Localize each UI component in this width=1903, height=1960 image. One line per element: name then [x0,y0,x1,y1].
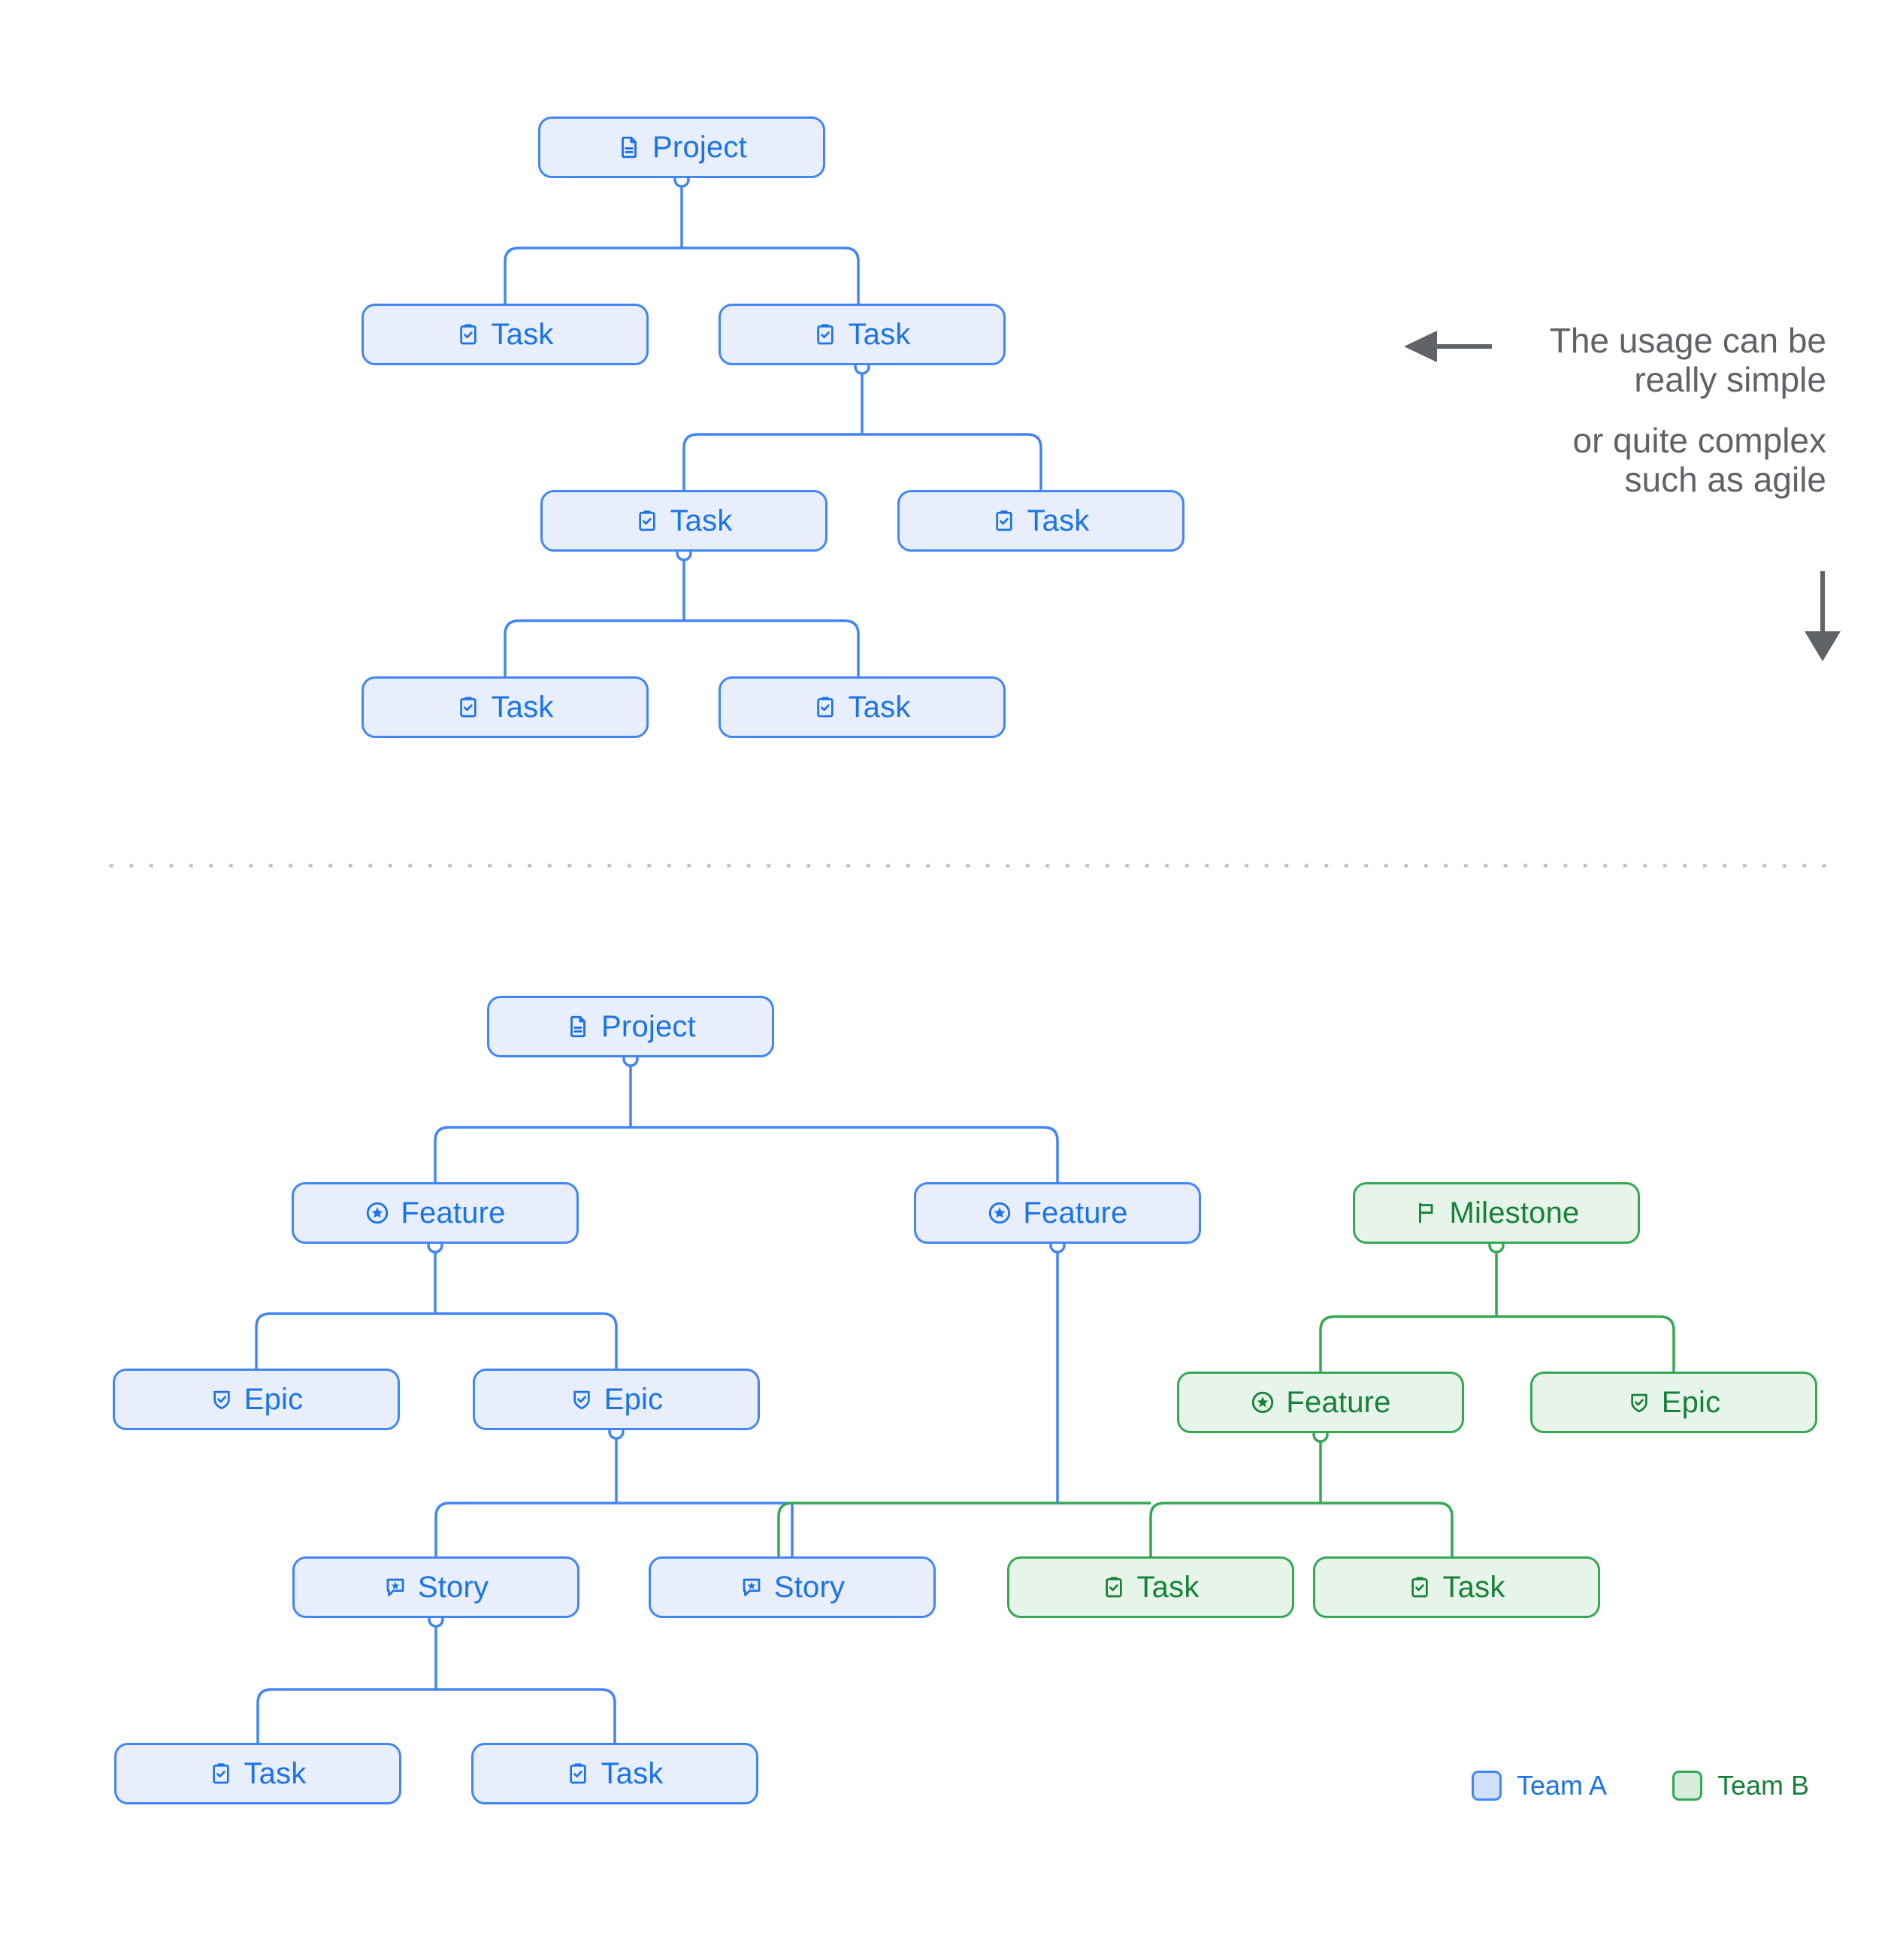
node-task[interactable]: Task [540,490,827,552]
node-project[interactable]: Project [487,996,774,1057]
star-circle-icon [1250,1390,1275,1415]
edge-green-bus [777,1502,1151,1556]
node-feature[interactable]: Feature [914,1182,1201,1244]
node-epic[interactable]: Epic [473,1369,760,1430]
clipboard-check-icon [1408,1575,1432,1599]
node-epic[interactable]: Epic [1530,1372,1817,1433]
clipboard-check-icon [456,322,480,346]
node-label: Milestone [1449,1196,1580,1230]
shield-check-icon [570,1387,594,1411]
clipboard-check-icon [813,322,837,346]
clipboard-check-icon [566,1762,590,1786]
node-task[interactable]: Task [471,1743,758,1804]
node-label: Story [773,1570,846,1604]
node-task[interactable]: Task [897,490,1184,552]
clipboard-check-icon [992,509,1016,533]
node-label: Task [244,1756,307,1790]
clipboard-check-icon [209,1762,233,1786]
annotation-line-2: really simple [1634,359,1826,399]
node-label: Task [1136,1570,1200,1604]
edge-project-tasks [504,178,860,304]
node-task[interactable]: Task [719,676,1006,738]
node-milestone[interactable]: Milestone [1353,1182,1640,1244]
node-label: Task [491,690,554,724]
edge-milestone-children [1319,1244,1675,1372]
node-label: Task [670,504,733,537]
node-label: Task [848,690,911,724]
clipboard-check-icon [456,695,480,719]
arrow-left-head [1404,331,1437,362]
edge-task3-children [504,552,860,676]
chat-star-icon [383,1575,407,1599]
node-label: Feature [401,1196,506,1230]
document-icon [616,135,642,160]
legend-label-team-b: Team B [1717,1770,1810,1801]
star-circle-icon [987,1200,1012,1226]
node-story[interactable]: Story [649,1556,936,1618]
clipboard-check-icon [813,695,837,719]
legend-team-b[interactable]: Team B [1672,1770,1809,1801]
node-task[interactable]: Task [1007,1556,1294,1618]
annotation-line-4: such as agile [1624,459,1827,499]
node-story[interactable]: Story [292,1556,579,1618]
node-task[interactable]: Task [114,1743,401,1804]
legend-swatch-team-a [1472,1771,1502,1801]
node-label: Epic [604,1382,664,1416]
shield-check-icon [1627,1390,1651,1414]
node-label: Project [652,130,747,164]
annotation-text: The usage can be really simple or quite … [1488,321,1827,499]
clipboard-check-icon [635,509,659,533]
legend-swatch-team-b [1672,1771,1702,1801]
node-label: Task [1027,504,1090,537]
shield-check-icon [210,1387,234,1411]
node-epic[interactable]: Epic [113,1369,400,1430]
node-label: Task [848,317,911,351]
node-label: Feature [1286,1385,1391,1419]
edge-epic2-stories [434,1430,793,1556]
node-label: Task [491,317,554,351]
edge-feature3-tasks [1149,1433,1454,1556]
node-label: Epic [244,1382,304,1416]
arrow-down-head [1805,631,1841,661]
node-label: Feature [1023,1196,1128,1230]
node-feature[interactable]: Feature [292,1182,579,1244]
flag-icon [1414,1200,1439,1226]
node-task[interactable]: Task [1313,1556,1600,1618]
document-icon [565,1014,591,1039]
chat-star-icon [740,1575,764,1599]
annotation-line-3: or quite complex [1572,421,1827,461]
edge-feature1-epics [255,1244,618,1369]
node-label: Epic [1661,1385,1721,1419]
node-label: Task [601,1756,664,1790]
legend-team-a[interactable]: Team A [1472,1770,1607,1801]
edge-task2-children [682,365,1042,490]
annotation-line-1: The usage can be [1549,321,1826,360]
clipboard-check-icon [1102,1575,1126,1599]
node-project[interactable]: Project [538,116,825,178]
edge-story1-tasks [256,1618,616,1743]
node-label: Task [1442,1570,1505,1604]
node-label: Project [601,1009,696,1043]
node-label: Story [417,1570,489,1604]
edge-aproject-features [434,1057,1059,1182]
star-circle-icon [365,1200,390,1226]
node-feature[interactable]: Feature [1177,1372,1464,1433]
node-task[interactable]: Task [719,304,1006,365]
node-task[interactable]: Task [362,304,649,365]
node-task[interactable]: Task [362,676,649,738]
legend-label-team-a: Team A [1517,1770,1608,1801]
